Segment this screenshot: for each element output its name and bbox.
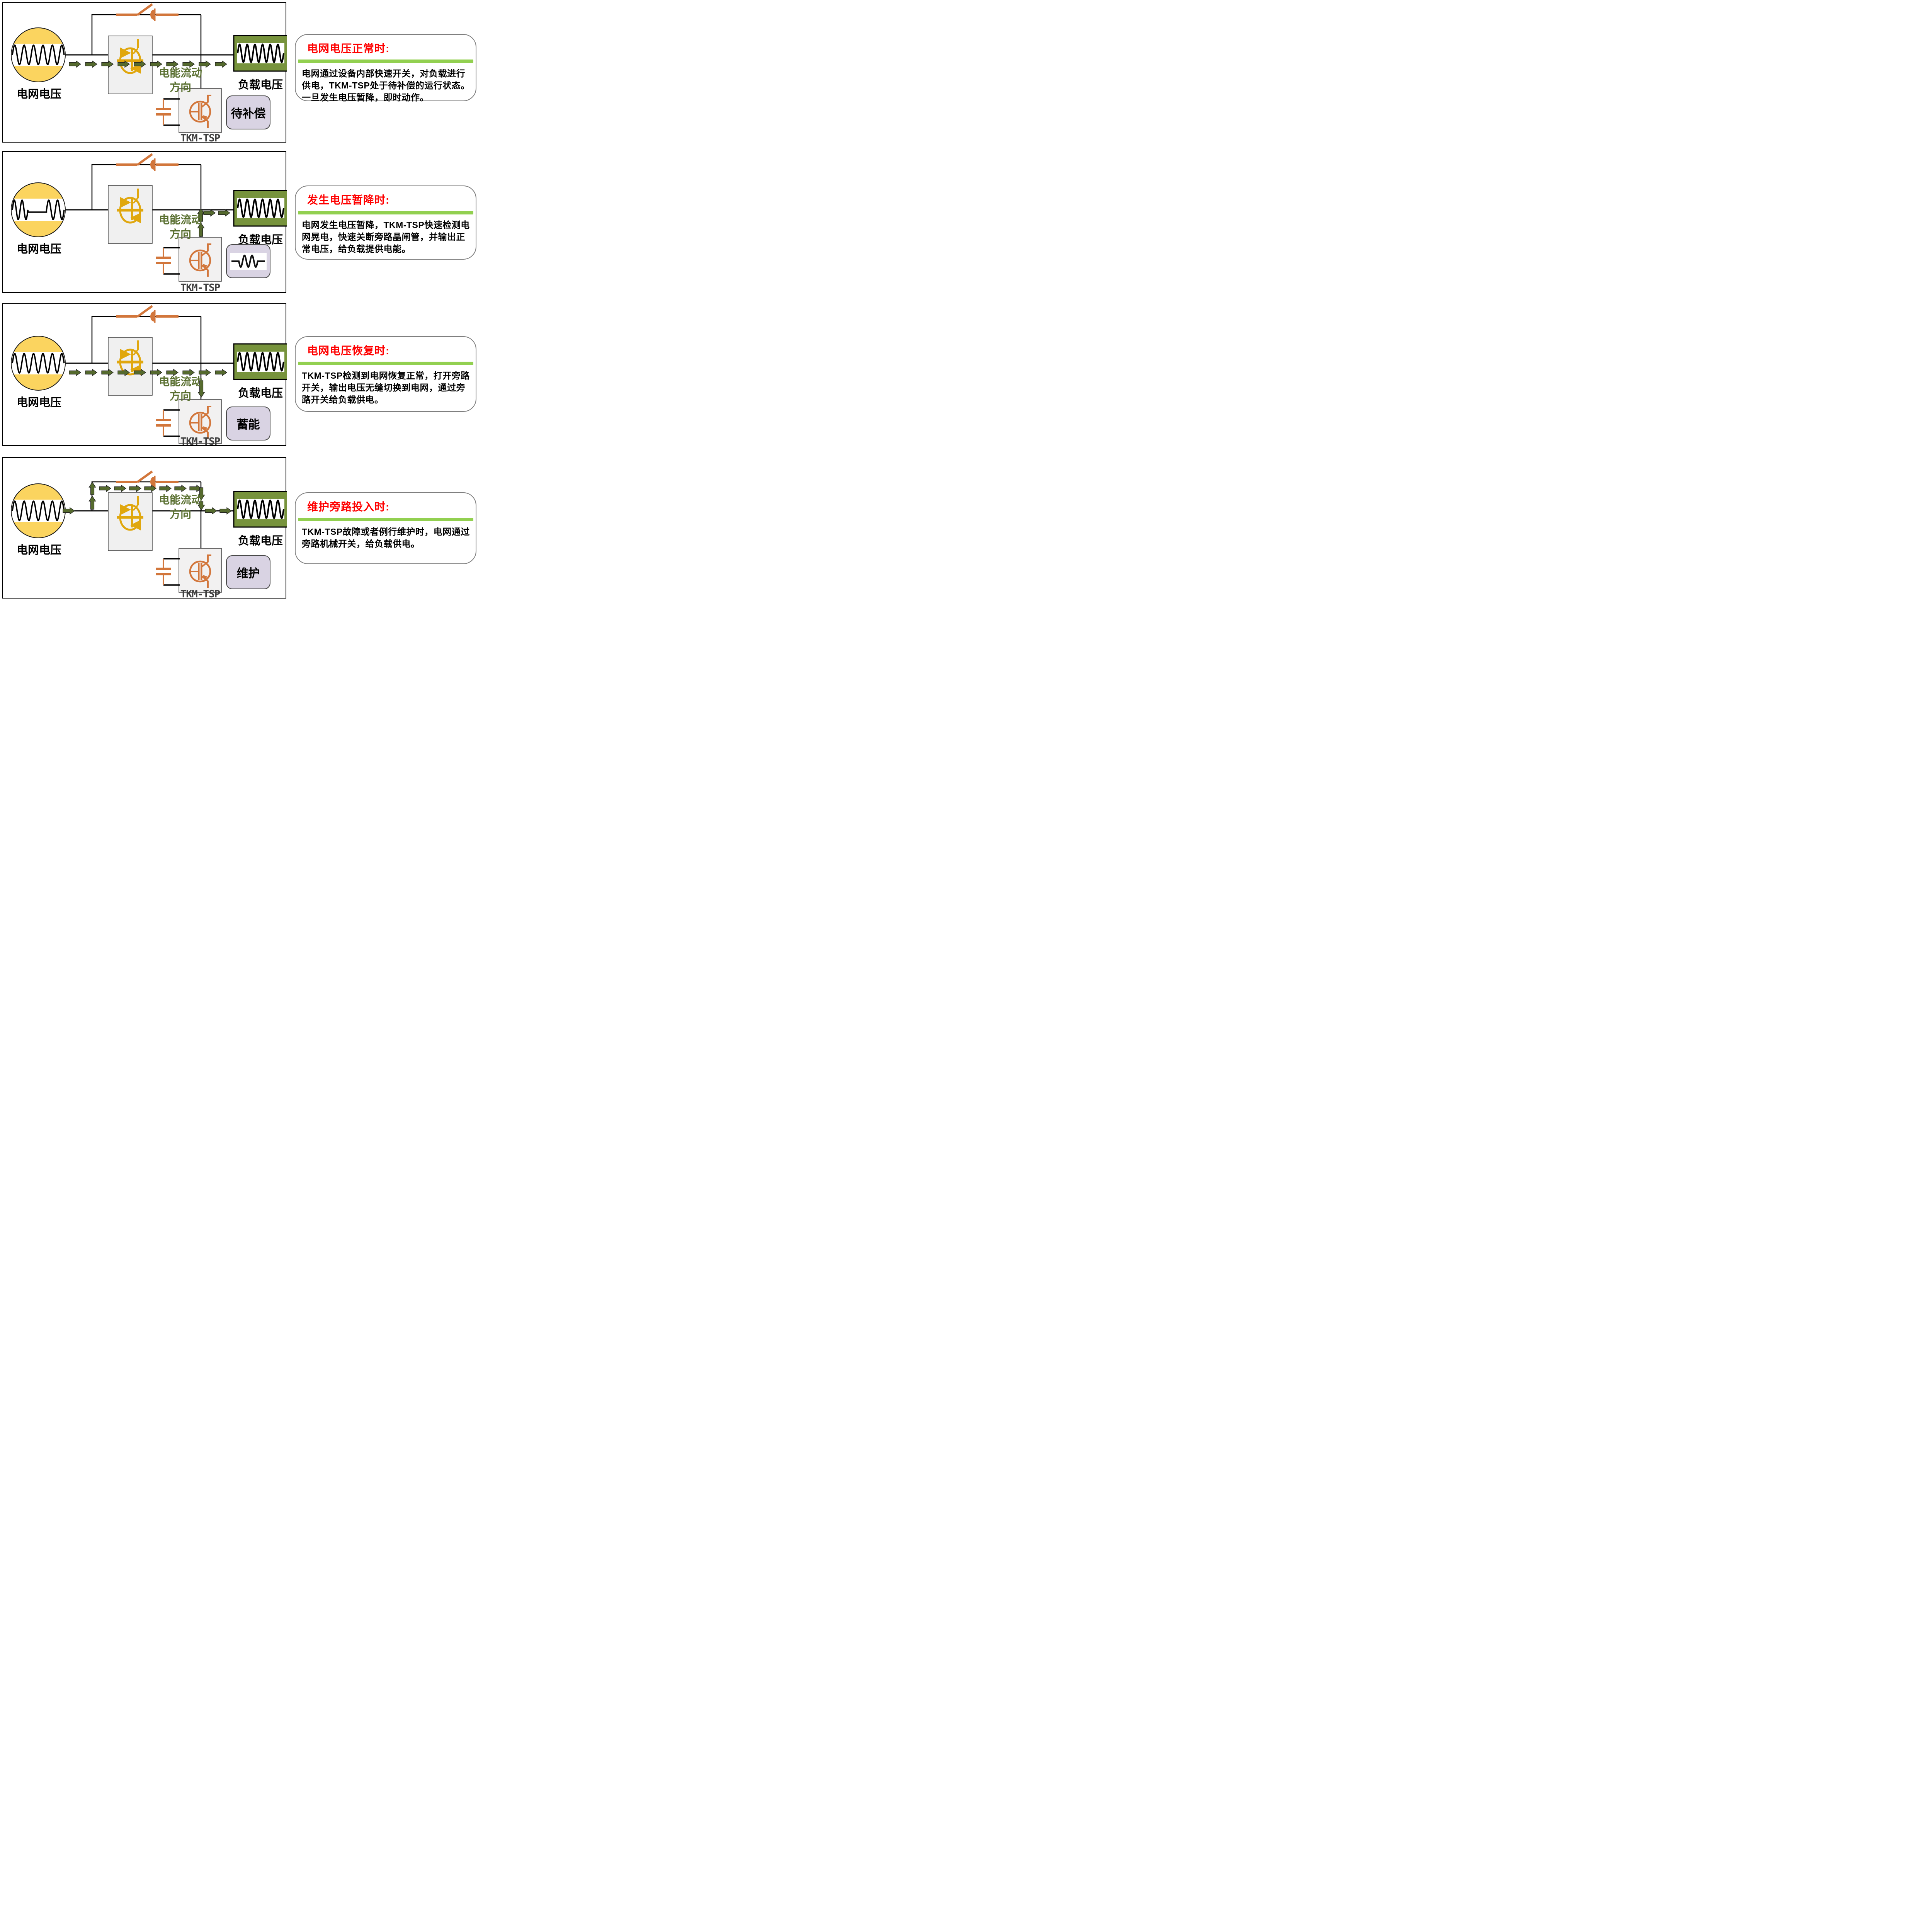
callout-title: 维护旁路投入时: — [307, 501, 390, 513]
thyristor-icon — [117, 496, 143, 531]
diagram-panel-3: 电网电压 负载电压 电能流动方向 TKM-TSP 蓄能 — [2, 303, 287, 447]
flow-direction-label: 电能流动方向 — [151, 493, 209, 521]
callout-title: 发生电压暂降时: — [307, 194, 390, 206]
load-monitor-icon — [233, 35, 287, 72]
flow-direction-label: 电能流动方向 — [151, 374, 209, 403]
flow-direction-line1: 电能流动 — [158, 67, 202, 79]
callout-divider — [298, 362, 473, 365]
flow-direction-line2: 方向 — [169, 390, 191, 402]
igbt-icon — [189, 95, 211, 128]
load-monitor-icon — [233, 190, 287, 227]
circuit-diagram — [11, 470, 287, 593]
callout-divider — [298, 60, 473, 63]
flow-direction-line2: 方向 — [169, 508, 191, 520]
capacitor-icon — [156, 247, 180, 275]
flow-direction-line1: 电能流动 — [158, 494, 202, 506]
flow-direction-label: 电能流动方向 — [151, 213, 209, 241]
load-voltage-label: 负载电压 — [238, 387, 283, 400]
flow-arrows — [197, 208, 231, 237]
flow-arrows — [69, 60, 228, 68]
device-box — [156, 88, 222, 133]
grid-source-icon — [11, 182, 66, 237]
thyristor-icon — [117, 189, 143, 224]
device-box — [156, 237, 222, 282]
status-badge: 维护 — [226, 555, 270, 589]
flow-arrows — [63, 481, 232, 515]
grid-source-icon — [11, 483, 66, 538]
callout-body: TKM-TSP检测到电网恢复正常，打开旁路开关，输出电压无缝切换到电网，通过旁路… — [302, 371, 470, 405]
device-box — [156, 548, 222, 593]
circuit-diagram — [11, 153, 287, 282]
device-label: TKM-TSP — [180, 282, 221, 294]
flow-direction-label: 电能流动方向 — [151, 66, 209, 94]
flow-direction-line2: 方向 — [169, 81, 191, 93]
diagram-panel-4: 电网电压 负载电压 电能流动方向 TKM-TSP 维护 — [2, 457, 287, 599]
callout-body: TKM-TSP故障或者例行维护时，电网通过旁路机械开关，给负载供电。 — [302, 527, 470, 549]
grid-voltage-label: 电网电压 — [16, 243, 61, 255]
sag-waveform-icon — [230, 253, 267, 270]
status-badge: 蓄能 — [226, 406, 270, 440]
load-voltage-label: 负载电压 — [238, 535, 283, 547]
sag-waveform-badge — [226, 244, 270, 278]
thyristor-box — [108, 36, 153, 94]
load-voltage-label: 负载电压 — [238, 234, 283, 246]
device-label: TKM-TSP — [180, 436, 221, 447]
callout-title: 电网电压正常时: — [307, 43, 390, 54]
callout-4: 维护旁路投入时: TKM-TSP故障或者例行维护时，电网通过旁路机械开关，给负载供… — [295, 492, 476, 564]
bypass-switch-icon — [116, 470, 179, 488]
igbt-icon — [189, 554, 211, 588]
grid-voltage-label: 电网电压 — [16, 544, 61, 556]
capacitor-icon — [156, 98, 180, 126]
grid-source-icon — [11, 27, 66, 82]
load-voltage-label: 负载电压 — [238, 79, 283, 91]
device-label: TKM-TSP — [180, 133, 221, 144]
bypass-switch-icon — [116, 305, 179, 323]
callout-2: 发生电压暂降时: 电网发生电压暂降，TKM-TSP快速检测电网晃电，快速关断旁路晶… — [295, 185, 476, 260]
bypass-switch-icon — [116, 3, 179, 21]
capacitor-icon — [156, 558, 180, 586]
igbt-icon — [189, 243, 211, 277]
igbt-icon — [189, 406, 211, 439]
thyristor-box — [108, 185, 153, 244]
callout-divider — [298, 211, 473, 214]
flow-direction-line1: 电能流动 — [158, 214, 202, 226]
load-monitor-icon — [233, 343, 287, 380]
bypass-switch-icon — [116, 153, 179, 171]
callout-divider — [298, 518, 473, 521]
device-box — [156, 399, 222, 444]
thyristor-box — [108, 492, 153, 551]
circuit-diagram — [11, 305, 287, 444]
callout-body: 电网通过设备内部快速开关，对负载进行供电，TKM-TSP处于待补偿的运行状态。一… — [302, 68, 470, 102]
load-monitor-icon — [233, 491, 287, 528]
grid-source-icon — [11, 336, 66, 391]
callout-1: 电网电压正常时: 电网通过设备内部快速开关，对负载进行供电，TKM-TSP处于待补… — [295, 34, 476, 102]
callout-body: 电网发生电压暂降，TKM-TSP快速检测电网晃电，快速关断旁路晶闸管，并输出正常… — [302, 220, 470, 254]
callout-title: 电网电压恢复时: — [307, 345, 390, 357]
flow-direction-line1: 电能流动 — [158, 376, 202, 388]
status-badge: 待补偿 — [226, 95, 270, 129]
flow-arrows — [69, 369, 228, 398]
diagram-panel-1: 电网电压 负载电压 电能流动方向 TKM-TSP 待补偿 — [2, 2, 287, 144]
thyristor-box — [108, 337, 153, 396]
flow-direction-line2: 方向 — [169, 228, 191, 240]
capacitor-icon — [156, 409, 180, 437]
circuit-diagram — [11, 3, 287, 133]
grid-voltage-label: 电网电压 — [16, 88, 61, 100]
diagram-panel-2: 电网电压 负载电压 电能流动方向 TKM-TSP — [2, 151, 287, 294]
device-label: TKM-TSP — [180, 588, 221, 599]
grid-voltage-label: 电网电压 — [16, 396, 61, 409]
callout-3: 电网电压恢复时: TKM-TSP检测到电网恢复正常，打开旁路开关，输出电压无缝切换… — [295, 336, 476, 412]
